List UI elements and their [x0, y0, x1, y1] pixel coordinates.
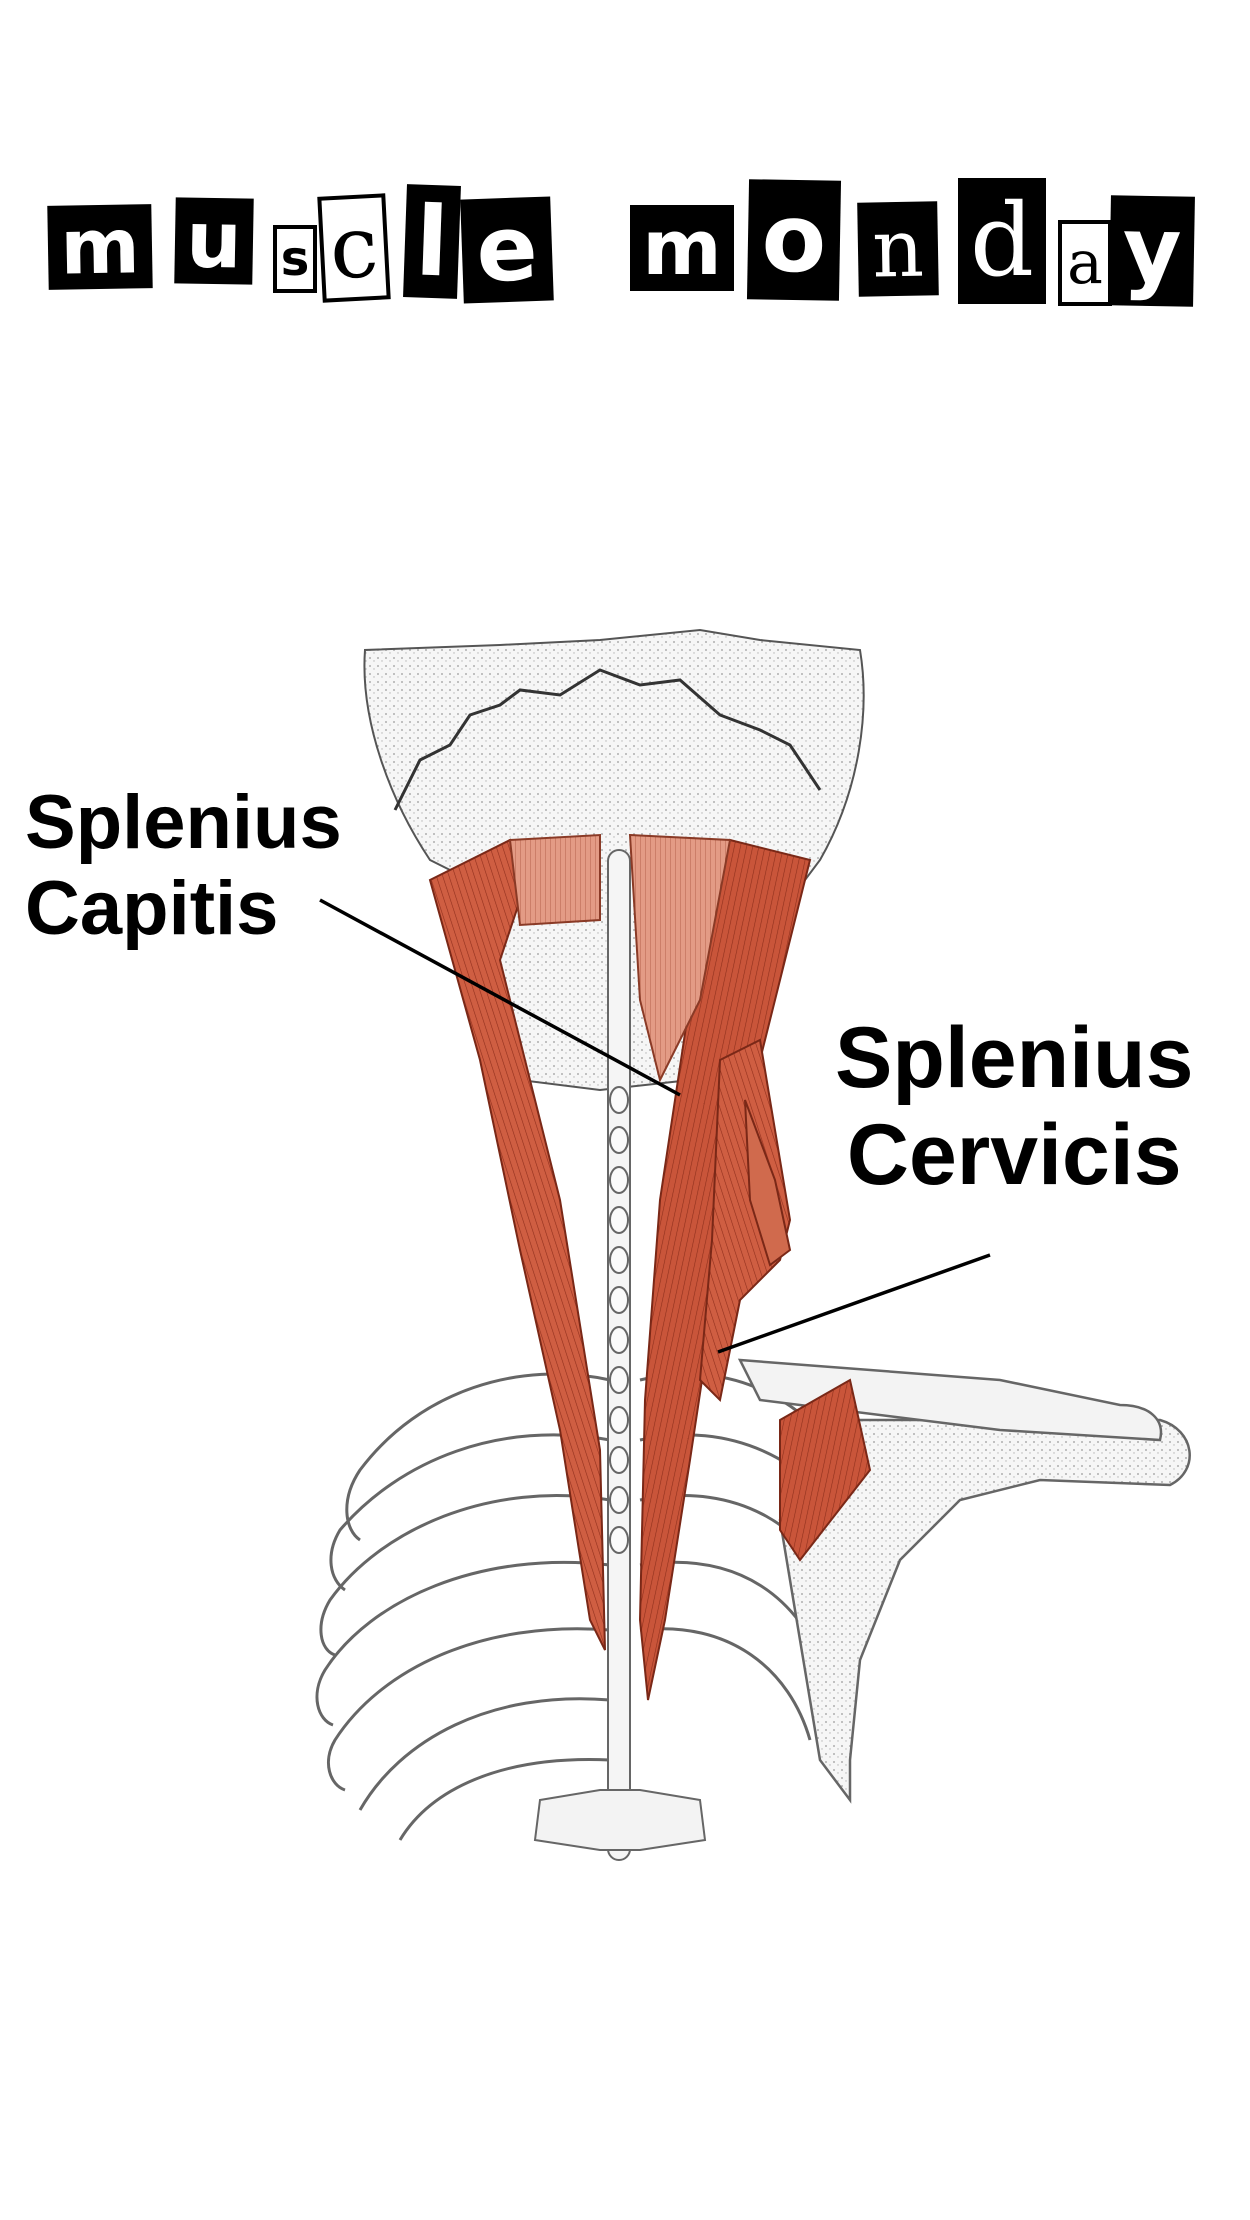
cervicis-leader-line — [717, 1253, 991, 1354]
deep-neck-muscle — [628, 833, 732, 1083]
title-muscle-monday: m u s c l e m o n d a y — [0, 160, 1250, 320]
label-splenius-cervicis: Splenius Cervicis — [835, 1010, 1193, 1204]
skull-suture — [393, 668, 822, 811]
label-line: Splenius — [25, 780, 342, 865]
splenius-cervicis-muscle — [698, 1038, 792, 1403]
title-letter: s — [273, 225, 317, 293]
label-line: Capitis — [25, 865, 279, 951]
title-letter: d — [958, 178, 1046, 304]
deep-neck-muscle — [508, 833, 601, 927]
splenius-capitis-muscle — [638, 838, 812, 1701]
spine — [533, 849, 707, 1861]
title-letter: m — [630, 205, 734, 291]
capitis-leader-line — [319, 898, 681, 1097]
trapezius-stub-muscle — [779, 1378, 872, 1562]
scapula-shape — [778, 1418, 1191, 1804]
levator-muscle — [744, 1099, 792, 1267]
label-line: Splenius — [835, 1010, 1194, 1106]
label-line: Cervicis — [846, 1107, 1182, 1204]
label-splenius-capitis: Splenius Capitis — [25, 780, 342, 952]
clavicle-shape — [737, 1358, 1163, 1442]
